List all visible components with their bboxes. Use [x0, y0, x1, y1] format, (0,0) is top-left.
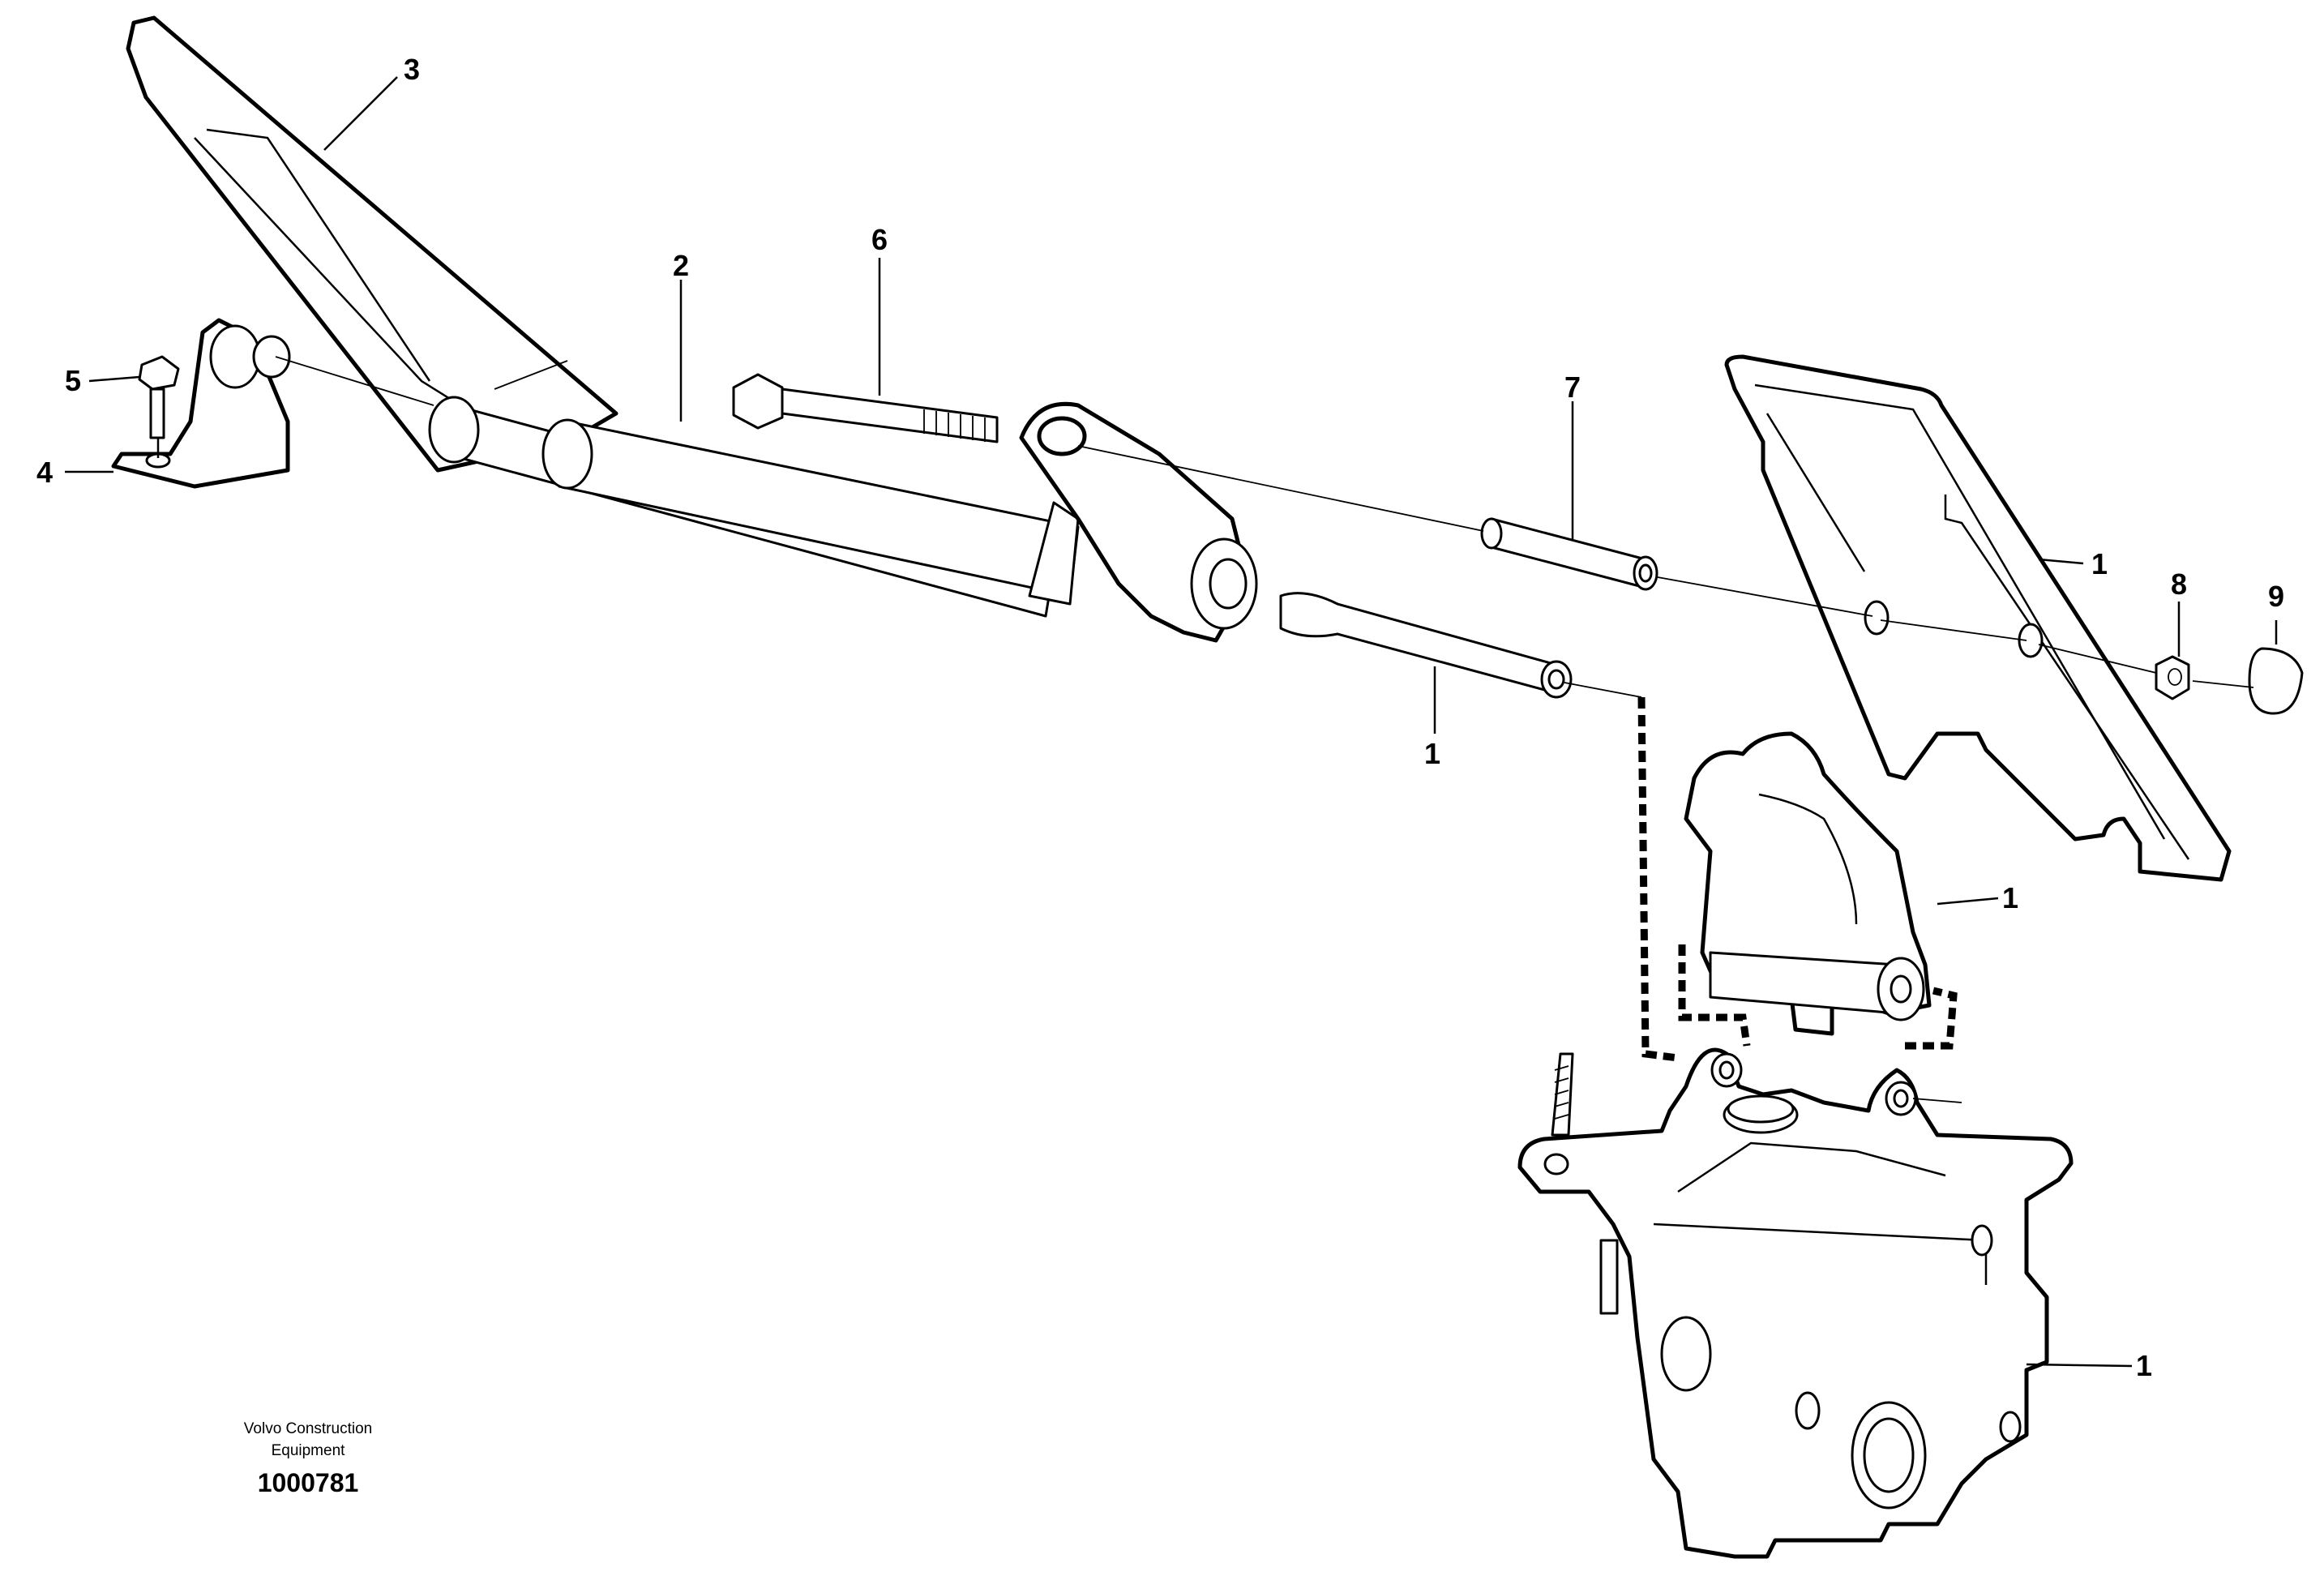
sleeve-part — [1480, 517, 1658, 591]
pedal-pin-part — [1279, 592, 1573, 699]
credit-line-2: Equipment — [272, 1442, 346, 1459]
callout-nut: 8 — [2171, 567, 2187, 601]
bolt-part — [732, 373, 999, 443]
credit-line-1: Volvo Construction — [244, 1420, 372, 1437]
callout-lever-arm: 3 — [404, 53, 420, 86]
callout-shaft: 2 — [673, 249, 689, 282]
bracket-part — [111, 318, 291, 489]
callout-sleeve: 7 — [1564, 370, 1581, 404]
leader-lines — [65, 76, 2278, 1368]
callout-bracket: 4 — [36, 456, 53, 489]
pedal-lever-part — [1684, 731, 1932, 1036]
callout-pedal-lever: 1 — [2002, 881, 2018, 914]
screw-part — [138, 355, 180, 458]
lever-boss-part — [1019, 401, 1258, 643]
callout-pedal-pin: 1 — [1424, 737, 1440, 770]
document-number: 1000781 — [258, 1468, 359, 1497]
callout-pedal-upper: 1 — [2091, 547, 2108, 580]
callout-brake-valve: 1 — [2136, 1349, 2152, 1382]
shaft-part — [428, 396, 1080, 618]
pedal-plate-part — [1724, 354, 2232, 882]
assembly-lines — [275, 356, 2254, 1103]
callout-screw: 5 — [65, 364, 81, 397]
callout-cap: 9 — [2268, 580, 2284, 613]
callout-bolt: 6 — [871, 223, 888, 256]
nut-part — [2155, 655, 2190, 700]
cap-part — [2248, 647, 2304, 715]
brake-valve-part — [1517, 1047, 2074, 1559]
